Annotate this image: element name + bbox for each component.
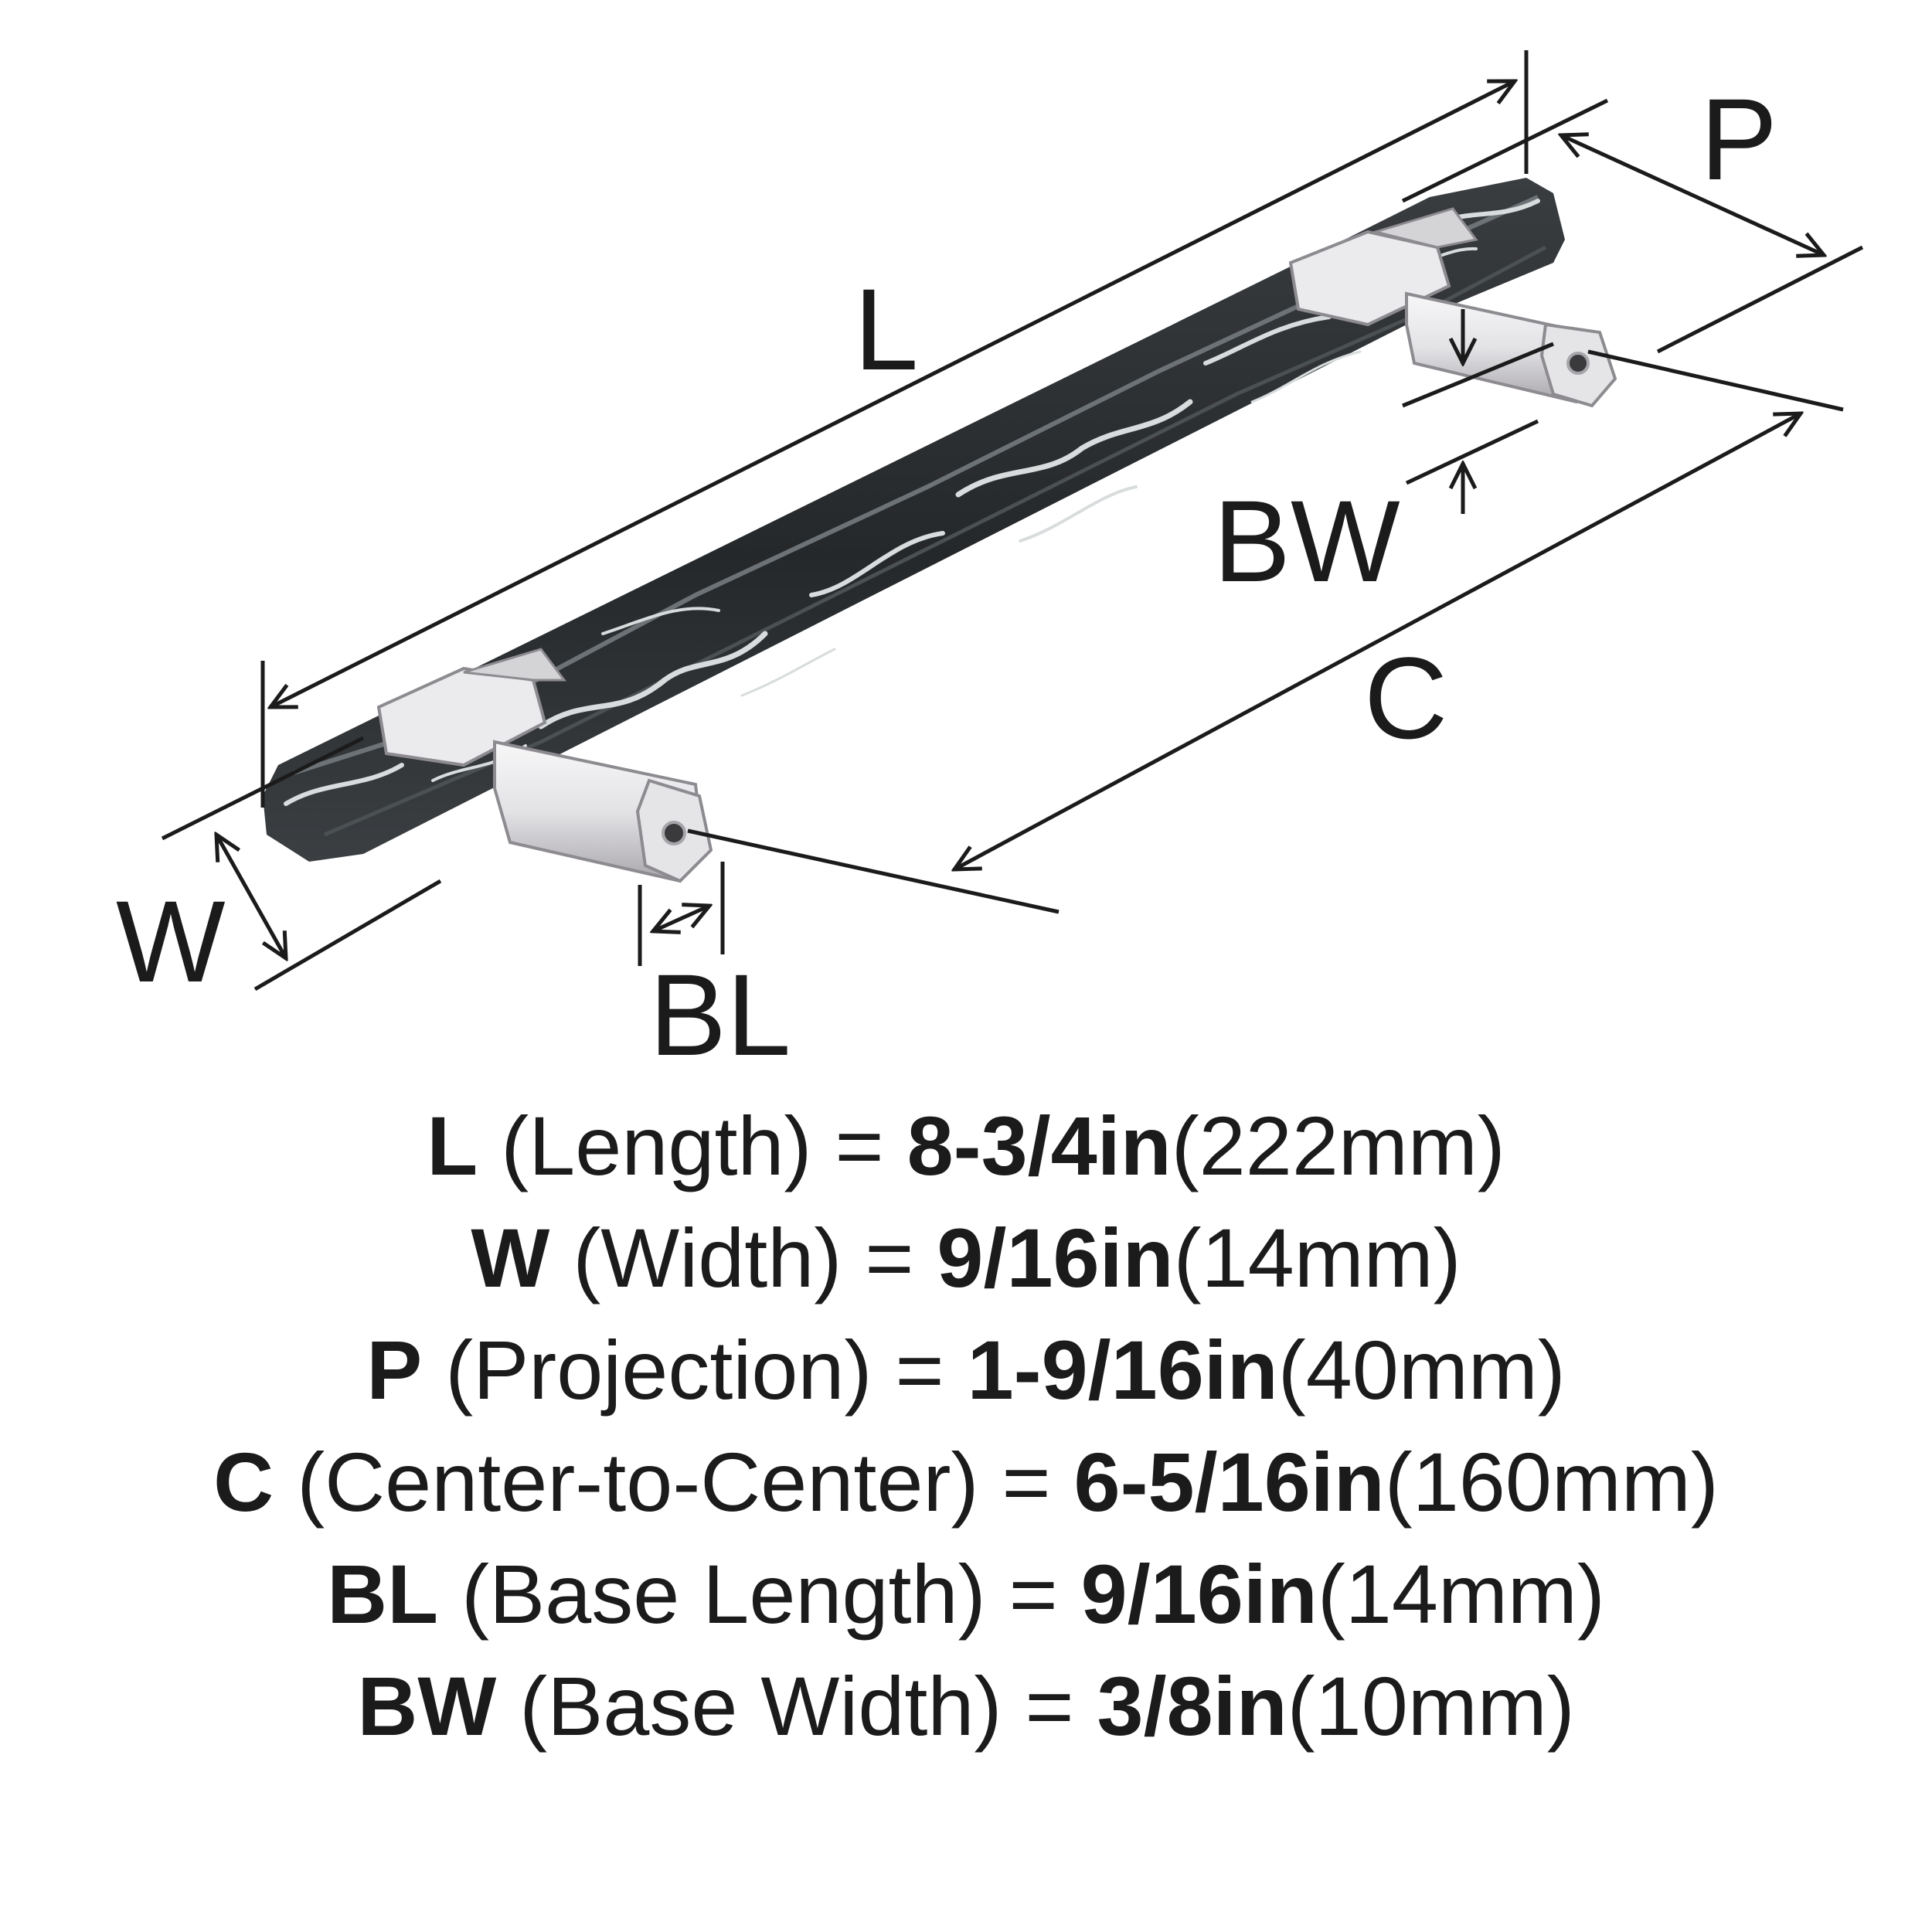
spec-width: W (Width) = 9/16in(14mm) (471, 1211, 1461, 1304)
width-extension-bottom (253, 879, 442, 992)
length-dimension-line (270, 81, 1515, 707)
width-dimension-line (216, 835, 286, 958)
center-extension-left (687, 828, 1060, 914)
length-label: L (854, 264, 918, 394)
center-to-center-label: C (1364, 633, 1447, 763)
base-length-label: BL (649, 950, 791, 1080)
base-length-dimension-line (653, 906, 709, 931)
base-width-extension-bottom (1405, 419, 1539, 485)
spec-base-length: BL (Base Length) = 9/16in(14mm) (327, 1547, 1605, 1641)
center-dimension-line (954, 413, 1801, 869)
width-label: W (116, 876, 226, 1006)
right-screw-hole (1566, 352, 1590, 375)
projection-label: P (1700, 74, 1777, 204)
center-extension-right (1587, 349, 1844, 412)
left-post (376, 648, 713, 883)
right-post (1288, 207, 1617, 408)
projection-dimension-line (1561, 135, 1824, 255)
left-screw-hole (662, 821, 686, 845)
spec-projection: P (Projection) = 1-9/16in(40mm) (366, 1323, 1566, 1417)
base-width-extension-top (1402, 342, 1554, 408)
dimension-lines (161, 50, 1864, 992)
projection-extension-bottom (1656, 245, 1864, 354)
spec-center-to-center: C (Center-to-Center) = 6-5/16in(160mm) (213, 1435, 1719, 1529)
projection-extension-top (1401, 98, 1609, 203)
base-width-label: BW (1213, 476, 1400, 606)
dimension-specs: L (Length) = 8-3/4in(222mm) W (Width) = … (0, 1090, 1932, 1762)
spec-base-width: BW (Base Width) = 3/8in(10mm) (357, 1659, 1575, 1753)
spec-length: L (Length) = 8-3/4in(222mm) (427, 1099, 1505, 1192)
width-extension-top (161, 736, 365, 841)
handle-drawing: L W P C BL BW (116, 50, 1864, 1080)
